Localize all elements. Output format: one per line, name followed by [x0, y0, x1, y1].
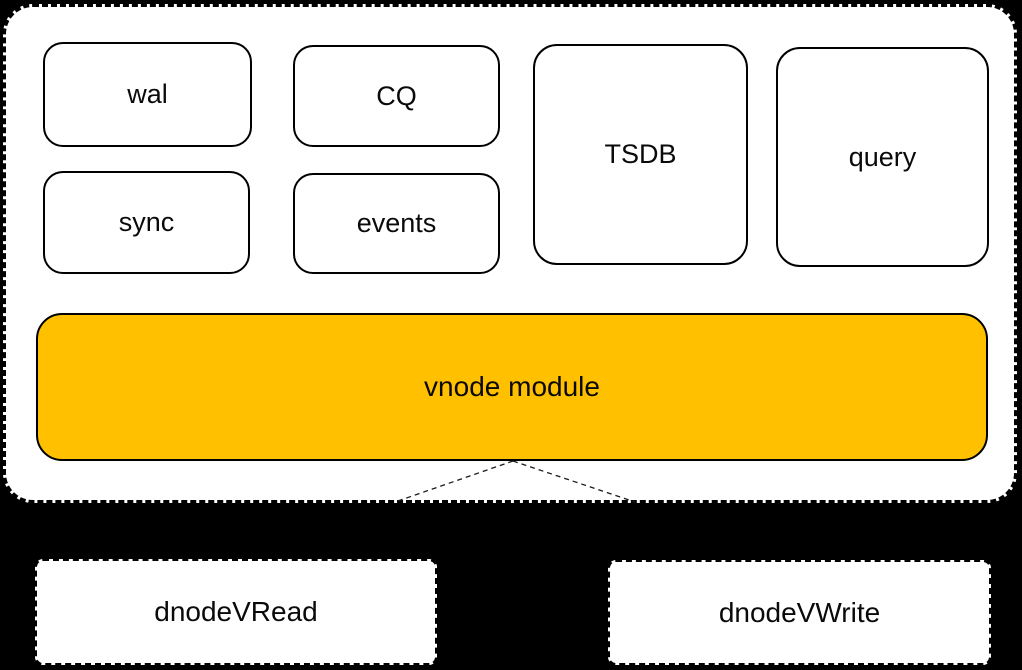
dnode-vread-label: dnodeVRead: [154, 596, 318, 627]
module-box-cq: CQ: [293, 45, 500, 147]
dnode-vwrite-label: dnodeVWrite: [718, 596, 881, 628]
module-label-events: events: [356, 208, 437, 238]
dnode-vwrite-box: dnodeVWrite: [608, 560, 991, 665]
module-label-tsdb: TSDB: [604, 139, 677, 169]
vnode-module-label: vnode module: [424, 371, 600, 402]
module-label-query: query: [848, 141, 917, 172]
vnode-container-box: wal CQ sync events TSDB query vnode modu…: [3, 4, 1017, 503]
module-box-tsdb: TSDB: [533, 44, 748, 265]
module-box-sync: sync: [43, 171, 250, 274]
module-box-query: query: [776, 47, 989, 267]
module-label-wal: wal: [127, 79, 168, 109]
module-label-sync: sync: [118, 207, 175, 237]
dnode-vread-box: dnodeVRead: [35, 559, 437, 665]
module-label-cq: CQ: [376, 80, 417, 111]
vnode-module-bar: vnode module: [36, 313, 988, 461]
module-box-events: events: [293, 173, 500, 274]
module-box-wal: wal: [43, 42, 252, 147]
